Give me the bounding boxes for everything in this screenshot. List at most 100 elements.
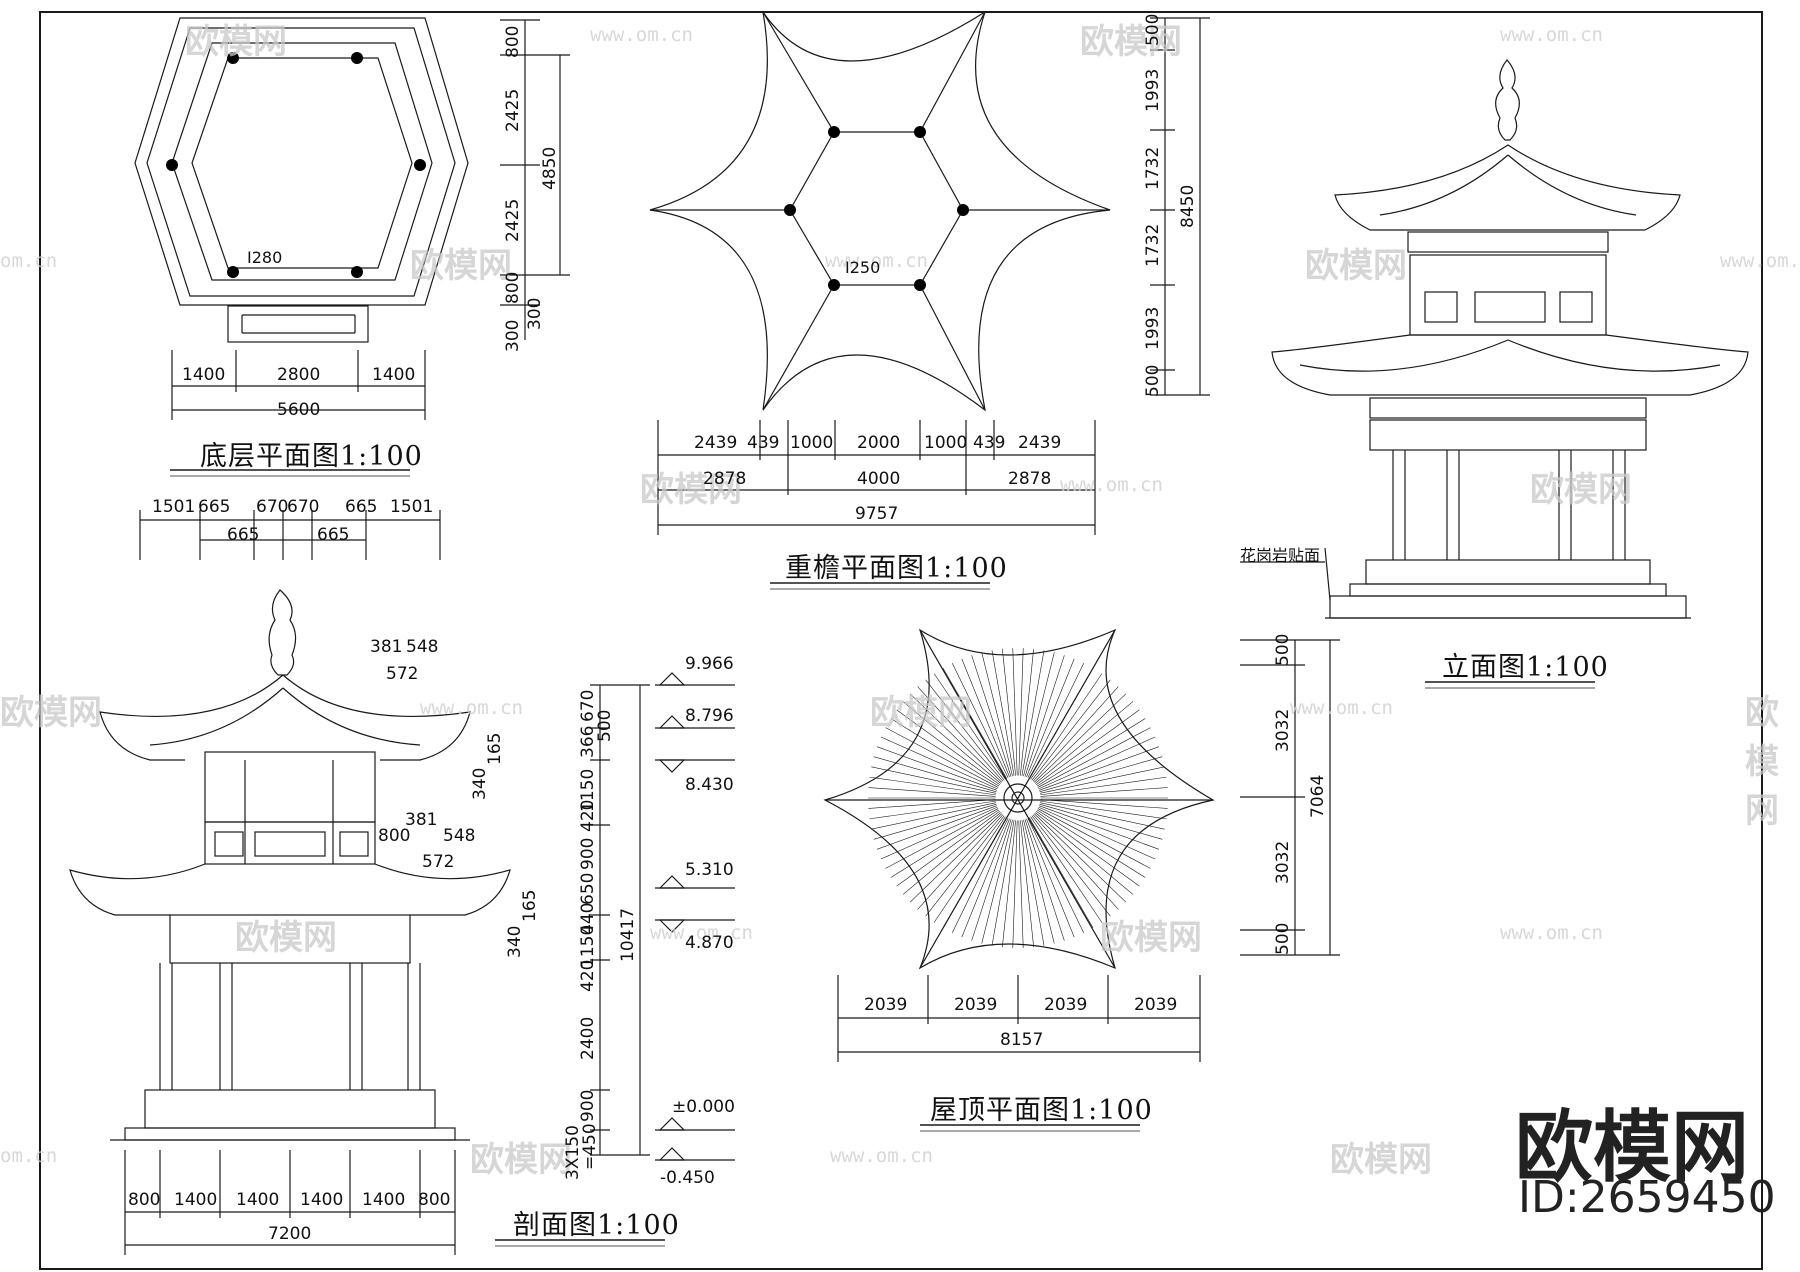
column-label-eave: Ⅰ250: [845, 258, 881, 277]
watermark-3: 欧模网: [410, 246, 512, 286]
sec-dim-bottom-4: 1400: [300, 1190, 344, 1210]
eave-plan-title: 重檐平面图1:100: [785, 553, 1008, 584]
watermark-10: 欧模网: [235, 918, 337, 958]
ep-dim-right-1: 500: [1143, 13, 1163, 46]
sec-dim-v-total: 10417: [618, 907, 638, 962]
gp-dim-right-2: 2425: [503, 88, 523, 132]
sec-level-2: 8.796: [685, 706, 734, 726]
sec-level-3: 8.430: [685, 775, 734, 795]
ep-dim-row1-1: 2439: [694, 433, 738, 453]
watermark-7: 欧模网: [0, 693, 102, 733]
ep-dim-row1-6: 439: [973, 433, 1006, 453]
watermark-url-5: www.om.cn: [1720, 250, 1800, 272]
brand-id: ID:2659450: [1518, 1172, 1776, 1223]
ep-dim-right-2: 1993: [1143, 68, 1163, 112]
rp-dim-left-4: 500: [1273, 922, 1293, 955]
ep-dim-total: 9757: [855, 504, 899, 524]
sec-dim-bottom-5: 1400: [362, 1190, 406, 1210]
gp-dim-right-total: 4850: [540, 146, 560, 190]
watermark-5: 欧模网: [640, 470, 742, 510]
watermark-url-2: www.om.cn: [1500, 24, 1603, 46]
gp-dim-right-4: 800: [503, 271, 523, 304]
watermark-url-3: om.cn: [0, 250, 58, 272]
gp-dim-extra-2: 300: [525, 297, 545, 330]
sec-level-4: 5.310: [685, 860, 734, 880]
sec-dim-upper-eave-2: 548: [406, 637, 439, 657]
sec-dim-top-6: 1501: [390, 497, 434, 517]
sec-dim-total: 7200: [268, 1224, 312, 1244]
sec-level-1: 9.966: [685, 654, 734, 674]
ground-plan-drawing: [134, 17, 469, 343]
sec-dim-v-6: 900: [578, 837, 598, 870]
sec-dim-v-3: 500: [595, 709, 615, 742]
sec-dim-v-7: 650: [578, 872, 598, 905]
sec-dim-top-5: 665: [345, 497, 378, 517]
roof-plan-title: 屋顶平面图1:100: [930, 1095, 1153, 1126]
sec-dim-v-10: 420: [578, 959, 598, 992]
roof-plan-drawing: [823, 628, 1215, 970]
rp-dim-row-4: 2039: [1134, 995, 1178, 1015]
rp-dim-row-1: 2039: [864, 995, 908, 1015]
ep-dim-row2-3: 2878: [1008, 469, 1052, 489]
sec-dim-top-1: 1501: [152, 497, 196, 517]
watermark-11: 欧模网: [1100, 918, 1202, 958]
rp-dim-total: 8157: [1000, 1030, 1044, 1050]
sec-dim-lower-eave-2: 548: [443, 826, 476, 846]
sec-level-7: -0.450: [660, 1168, 715, 1188]
sec-level-5: 4.870: [685, 933, 734, 953]
gp-dim-right-1: 800: [503, 25, 523, 58]
gp-dim-bottom-2: 2800: [277, 365, 321, 385]
sec-dim-upper-eave-3: 572: [386, 664, 419, 684]
gp-dim-bottom-1: 1400: [182, 365, 226, 385]
granite-note: 花岗岩贴面: [1240, 546, 1321, 565]
watermark-9: 欧模网: [1745, 693, 1779, 831]
ep-dim-row1-4: 2000: [857, 433, 901, 453]
sec-dim-v-14: =450: [580, 1123, 600, 1170]
sec-dim-lower-sub-1: 340: [505, 925, 525, 958]
elevation-drawing: [1271, 59, 1749, 619]
ground-plan-title: 底层平面图1:100: [200, 441, 423, 472]
rp-dim-row-3: 2039: [1044, 995, 1088, 1015]
sec-dim-bottom-2: 1400: [174, 1190, 218, 1210]
watermark-2: 欧模网: [1080, 22, 1182, 62]
brand-logo-text: 欧模网: [1515, 1103, 1750, 1193]
watermark-12: 欧模网: [470, 1140, 572, 1180]
ep-dim-right-6: 500: [1143, 364, 1163, 397]
gp-dim-bottom-3: 1400: [372, 365, 416, 385]
rp-dim-left-2: 3032: [1273, 708, 1293, 752]
watermark-url-10: www.om.cn: [1500, 922, 1603, 944]
eave-plan-drawing: [649, 10, 1111, 412]
sec-dim-lower-eave-3: 572: [422, 852, 455, 872]
watermark-8: 欧模网: [870, 693, 972, 733]
elevation-title: 立面图1:100: [1442, 652, 1609, 683]
sec-dim-bottom-6: 800: [418, 1190, 451, 1210]
sec-dim-upper-sub-2: 165: [485, 732, 505, 765]
watermark-url-8: www.om.cn: [1290, 697, 1393, 719]
ep-dim-row2-1: 2878: [703, 469, 747, 489]
watermark-url-4: www.om.cn: [825, 250, 928, 272]
sec-dim-top2-2: 665: [317, 525, 350, 545]
section-title: 剖面图1:100: [513, 1210, 680, 1241]
gp-dim-extra-1: 300: [503, 319, 523, 352]
sec-dim-upper-eave-1: 381: [370, 637, 403, 657]
column-label-ground: Ⅰ280: [247, 248, 283, 267]
watermark-6: 欧模网: [1530, 470, 1632, 510]
ep-dim-row1-2: 439: [747, 433, 780, 453]
watermark-url-12: www.om.cn: [830, 1145, 933, 1167]
sec-dim-top-2: 665: [198, 497, 231, 517]
watermark-url-9: www.om.cn: [650, 922, 753, 944]
ep-dim-right-total: 8450: [1178, 184, 1198, 228]
rp-dim-row-2: 2039: [954, 995, 998, 1015]
gp-dim-right-3: 2425: [503, 198, 523, 242]
ep-dim-right-5: 1993: [1143, 306, 1163, 350]
ep-dim-row1-3: 1000: [790, 433, 834, 453]
watermark-url-11: om.cn: [0, 1145, 58, 1167]
sec-dim-top2-1: 665: [227, 525, 260, 545]
sec-dim-eave-depth: 800: [378, 826, 411, 846]
sec-dim-v-11: 2400: [578, 1016, 598, 1060]
watermark-4: 欧模网: [1305, 246, 1407, 286]
watermark-13: 欧模网: [1330, 1140, 1432, 1180]
sec-dim-bottom-3: 1400: [236, 1190, 280, 1210]
ep-dim-right-4: 1732: [1143, 223, 1163, 267]
